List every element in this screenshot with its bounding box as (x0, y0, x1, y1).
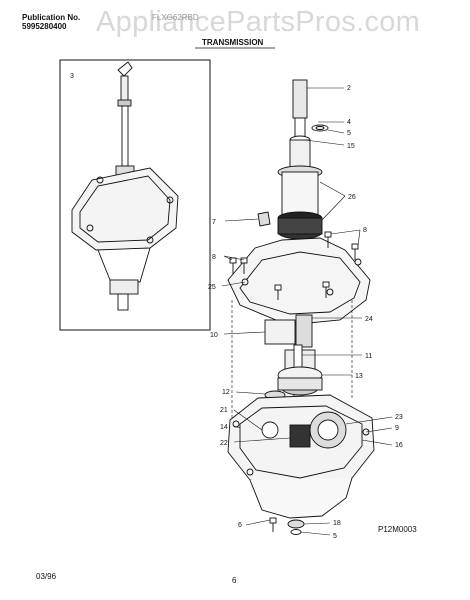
page-number: 6 (232, 576, 237, 585)
callout-23: 23 (395, 414, 403, 421)
callout-18: 18 (333, 520, 341, 527)
callout-8-left: 8 (212, 254, 216, 261)
callout-12: 12 (222, 389, 230, 396)
callout-5-top: 5 (347, 130, 351, 137)
callout-6: 6 (238, 522, 242, 529)
callout-26: 26 (348, 194, 356, 201)
callout-25: 25 (208, 284, 216, 291)
callout-8-right: 8 (363, 227, 367, 234)
callout-14: 14 (220, 424, 228, 431)
callout-4: 4 (347, 119, 351, 126)
inset-transmission-assembly (71, 61, 179, 311)
callout-7: 7 (212, 219, 216, 226)
section-title: TRANSMISSION (202, 38, 264, 47)
drain-plug-parts (269, 517, 305, 535)
callout-10: 10 (210, 332, 218, 339)
figure-code: P12M0003 (378, 525, 417, 534)
lower-gear-housing (227, 394, 375, 519)
publication-number: 5995280400 (22, 22, 67, 31)
callout-9: 9 (395, 425, 399, 432)
model-number: FLXG62RBD (152, 13, 199, 22)
inset-frame (59, 59, 211, 331)
callout-16: 16 (395, 442, 403, 449)
footer-date: 03/96 (36, 572, 57, 581)
callout-22: 22 (220, 440, 228, 447)
watermark: AppliancePartsPros.com (96, 6, 421, 38)
leader-lines (221, 87, 393, 536)
callout-13: 13 (355, 373, 363, 380)
callout-2: 2 (347, 85, 351, 92)
publication-label: Publication No. (22, 13, 81, 22)
callout-3: 3 (70, 73, 74, 80)
callout-11: 11 (365, 353, 372, 360)
upper-housing-cover (227, 237, 371, 326)
bolts (229, 231, 359, 300)
callout-15: 15 (347, 143, 355, 150)
drive-shaft (277, 79, 323, 240)
seal-washer (311, 124, 329, 132)
plug (257, 211, 271, 227)
callout-21: 21 (220, 407, 228, 414)
callout-24: 24 (365, 316, 373, 323)
callout-5-bottom: 5 (333, 533, 337, 540)
